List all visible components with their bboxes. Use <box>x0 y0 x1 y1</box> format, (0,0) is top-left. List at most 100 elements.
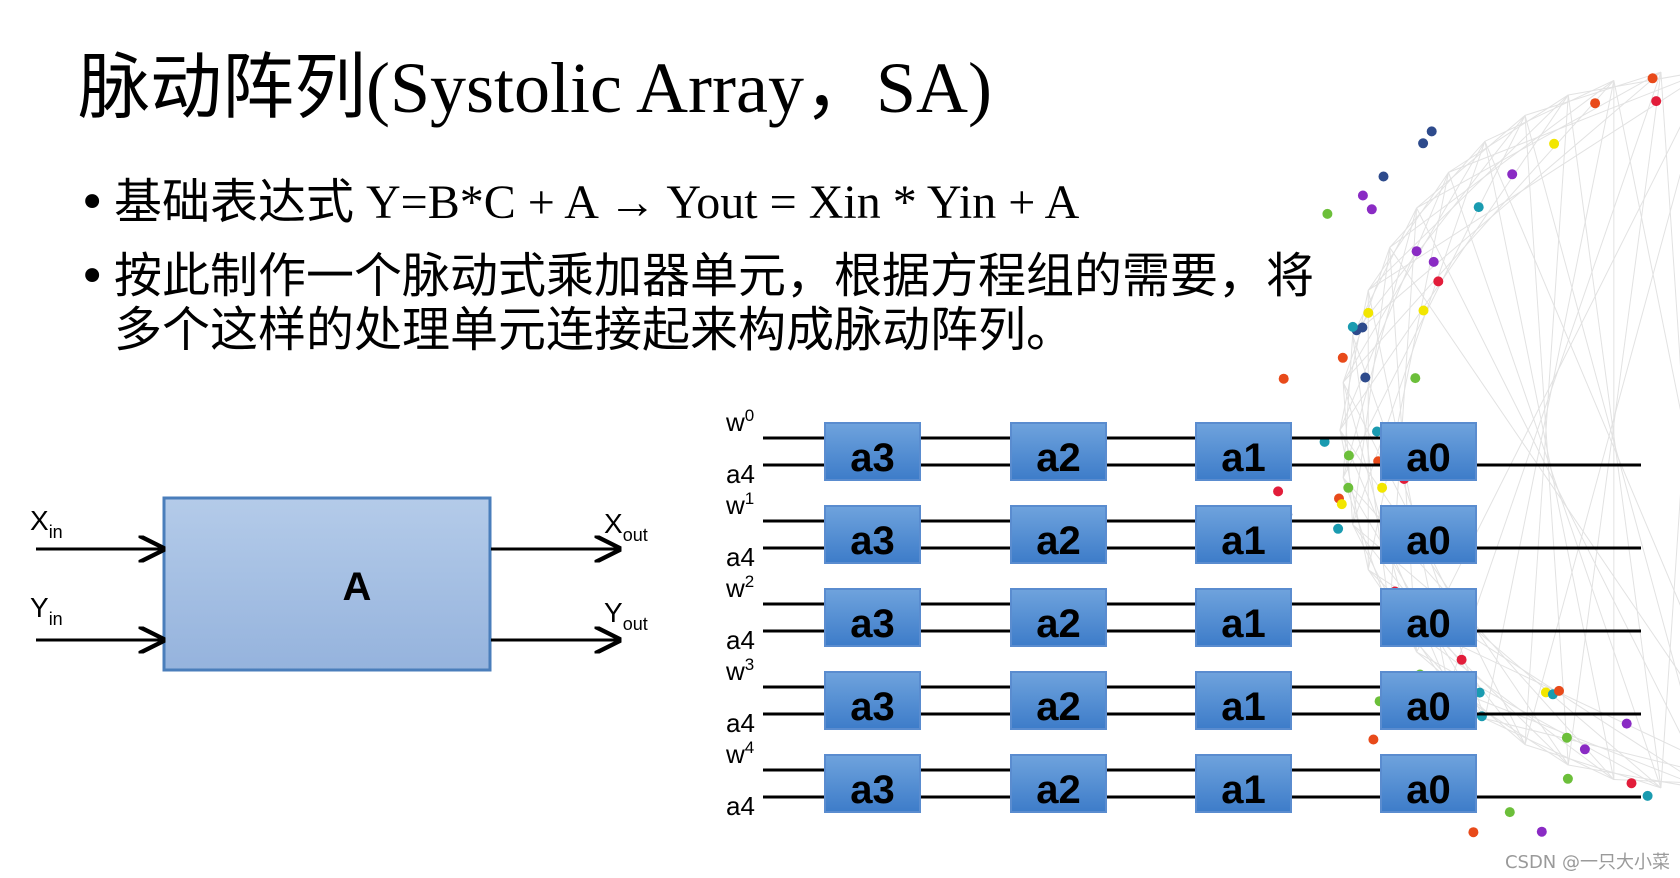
cell-box <box>1195 422 1292 481</box>
w-label: w1 <box>725 489 754 520</box>
decor-dot <box>1372 426 1382 437</box>
w-label: w3 <box>725 655 754 686</box>
decor-line <box>1660 72 1680 367</box>
cell-label: a1 <box>1221 602 1266 646</box>
array-cell: a3 <box>824 588 921 647</box>
cell-box <box>824 422 921 481</box>
cell-label: a2 <box>1036 685 1081 729</box>
array-cell: a0 <box>1380 754 1477 813</box>
cell-label: a3 <box>850 768 895 812</box>
decor-dot <box>1647 73 1658 84</box>
cell-label: a0 <box>1406 436 1451 480</box>
decor-line <box>1524 115 1569 766</box>
decor-dot <box>1273 486 1284 497</box>
decor-line <box>1352 115 1526 336</box>
decor-line <box>1660 493 1680 788</box>
cell-label: a3 <box>850 519 895 563</box>
decor-line <box>1367 172 1450 570</box>
decor-dot <box>1336 499 1347 510</box>
array-cell: a1 <box>1195 422 1292 481</box>
x-in-label: Xin <box>30 505 63 542</box>
cell-box <box>1380 505 1477 564</box>
cell-box <box>1010 422 1107 481</box>
decor-dot <box>1366 204 1377 215</box>
decor-dot <box>1507 169 1518 180</box>
bullet-dot-icon: • <box>78 175 107 231</box>
decor-line <box>1416 207 1680 734</box>
decor-line <box>1484 718 1680 768</box>
decor-dot <box>1626 778 1637 789</box>
array-cell: a3 <box>824 422 921 481</box>
array-cell: a0 <box>1380 422 1477 481</box>
watermark: CSDN @一只大小菜 <box>1504 852 1670 873</box>
bullet-2-text-line-1: 按此制作一个脉动式乘加器单元，根据方程组的需要，将 <box>114 250 1315 303</box>
decor-dot <box>1418 305 1429 316</box>
decor-dot <box>1322 208 1333 219</box>
bullet-2-text-line-2: 多个这样的处理单元连接起来构成脉动阵列。 <box>114 304 1075 357</box>
decor-line <box>1342 207 1418 478</box>
decor-dot <box>1642 790 1653 801</box>
cell-label: a1 <box>1221 436 1266 480</box>
decor-dot <box>1360 372 1371 383</box>
cell-box <box>1010 505 1107 564</box>
decor-dot <box>1377 482 1388 493</box>
decor-line <box>1342 80 1615 383</box>
decor-line <box>1352 247 1391 525</box>
cell-label: a2 <box>1036 519 1081 563</box>
decor-line <box>1484 141 1615 780</box>
decor-dot <box>1426 126 1437 137</box>
decor-dot <box>1456 654 1467 665</box>
cell-box <box>824 671 921 730</box>
decor-line <box>1389 80 1615 248</box>
a-label: a4 <box>726 625 755 655</box>
cell-label: a0 <box>1406 685 1451 729</box>
decor-dot <box>1468 827 1479 838</box>
decor-dot <box>1562 773 1573 784</box>
decor-line <box>1352 335 1391 613</box>
cell-box <box>824 588 921 647</box>
array-cell: a1 <box>1195 671 1292 730</box>
cell-box <box>1380 754 1477 813</box>
decor-dot <box>1343 450 1354 461</box>
decor-line <box>1367 88 1680 291</box>
decor-line <box>1568 74 1680 96</box>
a-label: a4 <box>726 708 755 738</box>
decor-line <box>1448 172 1662 789</box>
decor-line <box>1367 94 1569 291</box>
cell-label: a1 <box>1221 768 1266 812</box>
decor-dot <box>1590 98 1601 109</box>
decor-dot <box>1433 276 1444 287</box>
array-cell: a3 <box>824 754 921 813</box>
decor-dot <box>1579 744 1590 755</box>
cell-label: a1 <box>1221 519 1266 563</box>
bullet-dot-icon: • <box>78 249 107 305</box>
array-cell: a2 <box>1010 588 1107 647</box>
a-label: a4 <box>726 542 755 572</box>
decor-dot <box>1474 687 1485 698</box>
array-cell: a2 <box>1010 422 1107 481</box>
decor-line <box>1448 71 1662 688</box>
decor-line <box>1352 71 1662 336</box>
decor-dot <box>1410 373 1421 384</box>
array-cell: a2 <box>1010 505 1107 564</box>
decor-line <box>1342 141 1486 383</box>
decor-line <box>1484 141 1680 606</box>
decor-dot <box>1333 523 1344 534</box>
w-label: w4 <box>725 738 754 769</box>
array-cell: a0 <box>1380 505 1477 564</box>
w-label: w0 <box>725 406 754 437</box>
decor-line <box>1484 80 1615 719</box>
cell-box <box>1380 422 1477 481</box>
decor-line <box>1613 80 1680 411</box>
decor-dot <box>1554 685 1564 696</box>
decor-dot <box>1418 138 1429 149</box>
decor-line <box>1339 94 1569 431</box>
array-row: w1 a4 a3 a2 a1 a0 <box>725 489 1641 572</box>
decor-line <box>1524 94 1569 745</box>
decor-line <box>1448 80 1680 173</box>
decor-dot <box>1411 246 1422 257</box>
decor-dot <box>1368 734 1379 745</box>
